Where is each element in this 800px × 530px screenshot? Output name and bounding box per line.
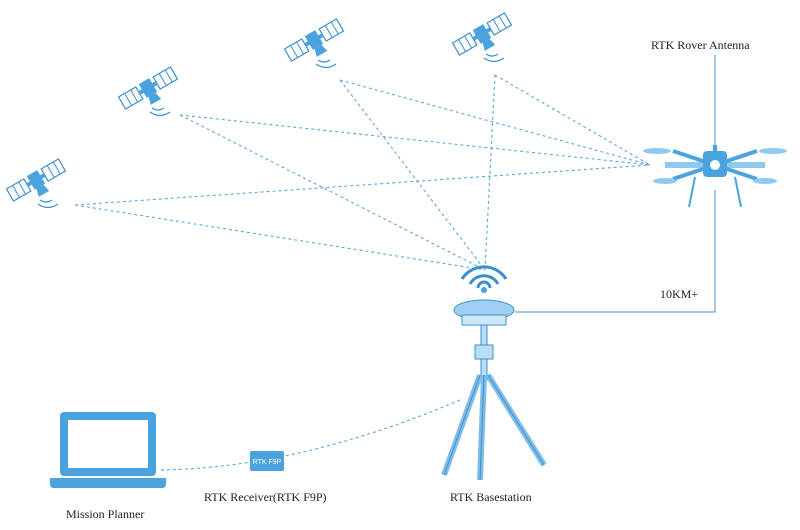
satellite-icon <box>283 17 349 70</box>
rtk-receiver-chip: RTK F9P <box>250 451 284 471</box>
signal-lines <box>74 74 651 471</box>
basestation-label: RTK Basestation <box>450 490 532 504</box>
drone-icon <box>643 55 787 208</box>
satellite-icon <box>5 157 71 210</box>
mission-planner-label: Mission Planner <box>66 507 145 521</box>
satellite-icon <box>451 11 517 64</box>
tripod-icon <box>441 299 547 481</box>
wifi-signal-icon <box>460 265 508 293</box>
rover-antenna-label: RTK Rover Antenna <box>651 38 750 52</box>
chip-label: RTK F9P <box>253 459 282 466</box>
receiver-label: RTK Receiver(RTK F9P) <box>204 490 327 504</box>
satellite-icon <box>117 65 183 118</box>
range-label: 10KM+ <box>660 287 699 301</box>
laptop-icon <box>50 412 166 488</box>
range-link-line <box>515 190 716 313</box>
